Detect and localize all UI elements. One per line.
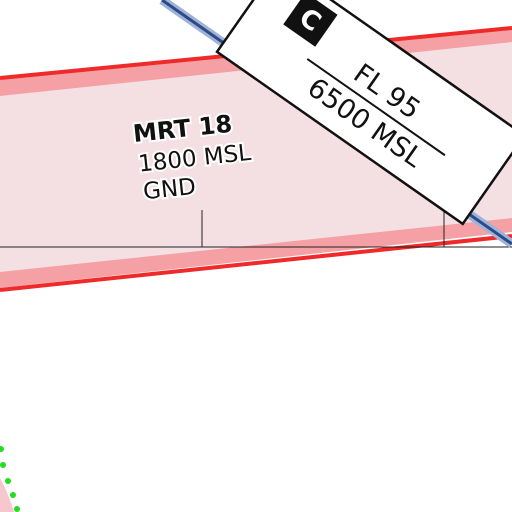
green-dot <box>5 478 11 484</box>
airspace-limit-divider <box>306 58 446 157</box>
mrt-lower-band <box>0 218 512 288</box>
green-dot-boundary <box>0 446 20 512</box>
mrt-lower-limit: GND <box>142 174 197 205</box>
green-dot <box>14 506 20 512</box>
mrt-lower-border <box>0 234 512 292</box>
green-dot <box>0 446 4 452</box>
green-dot <box>0 462 6 468</box>
airspace-class-badge: C <box>281 0 339 49</box>
airspace-label[interactable]: C FL 95 6500 MSL <box>215 0 512 226</box>
green-dot <box>10 492 16 498</box>
lower-region-edge <box>0 478 14 512</box>
